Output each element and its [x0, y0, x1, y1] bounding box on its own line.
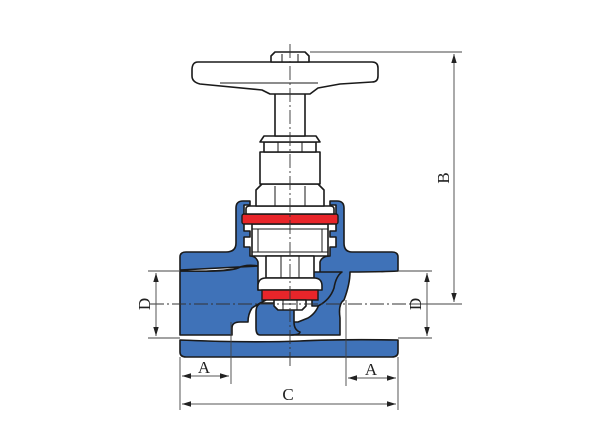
flow-channel-left	[179, 267, 239, 272]
dimension-b-label: B	[434, 172, 453, 183]
dimension-c-label: C	[282, 385, 293, 404]
dimension-d-right-label: D	[406, 298, 425, 310]
flow-channel-bottom	[179, 339, 399, 343]
disc	[257, 277, 323, 291]
valve-body	[179, 200, 399, 358]
dimension-d-left-label: D	[135, 298, 154, 310]
handwheel	[191, 51, 379, 95]
dimension-a-right-label: A	[365, 360, 378, 379]
dimension-a-left-label: A	[198, 358, 211, 377]
